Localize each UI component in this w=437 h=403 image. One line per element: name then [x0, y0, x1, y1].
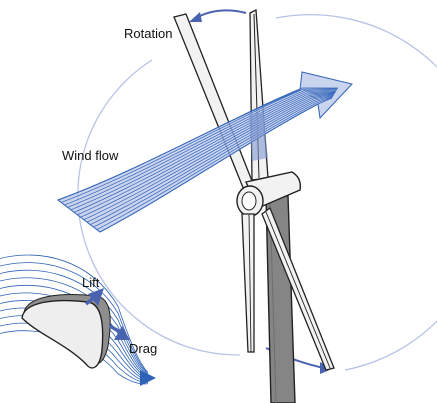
wind-streamline — [93, 96, 334, 228]
wind-streamline — [74, 91, 336, 213]
airfoil-streamline — [0, 330, 149, 385]
rotation-circle — [77, 14, 437, 371]
airfoil-streamline — [0, 300, 149, 380]
wind-flow-band — [56, 71, 353, 233]
wind-streamline — [64, 89, 338, 206]
wind-streamline — [83, 93, 335, 221]
label-drag: Drag — [129, 341, 157, 356]
airfoil — [21, 299, 104, 369]
wind-streamline — [61, 88, 338, 203]
blade-lower — [241, 213, 255, 353]
wind-streamline — [77, 92, 336, 216]
wind-streamline — [70, 90, 337, 211]
blade-through-flow — [249, 112, 268, 161]
label-wind-flow: Wind flow — [62, 148, 119, 163]
rotation-arrow-icon — [189, 9, 247, 22]
wind-streamline — [96, 96, 333, 230]
wind-streamline — [67, 89, 337, 208]
label-lift: Lift — [82, 275, 100, 290]
airfoil-streamline — [0, 254, 149, 373]
lift-arrow-icon — [84, 288, 104, 306]
label-rotation: Rotation — [124, 26, 172, 41]
airfoil-streamline — [0, 262, 149, 374]
wind-streamline — [80, 93, 335, 218]
wind-streamline — [90, 95, 334, 225]
airfoil-section — [0, 254, 156, 386]
wind-streamline — [86, 94, 334, 223]
nacelle — [236, 171, 302, 217]
airfoil-streamline — [0, 292, 149, 379]
drag-arrow-icon — [109, 324, 130, 340]
